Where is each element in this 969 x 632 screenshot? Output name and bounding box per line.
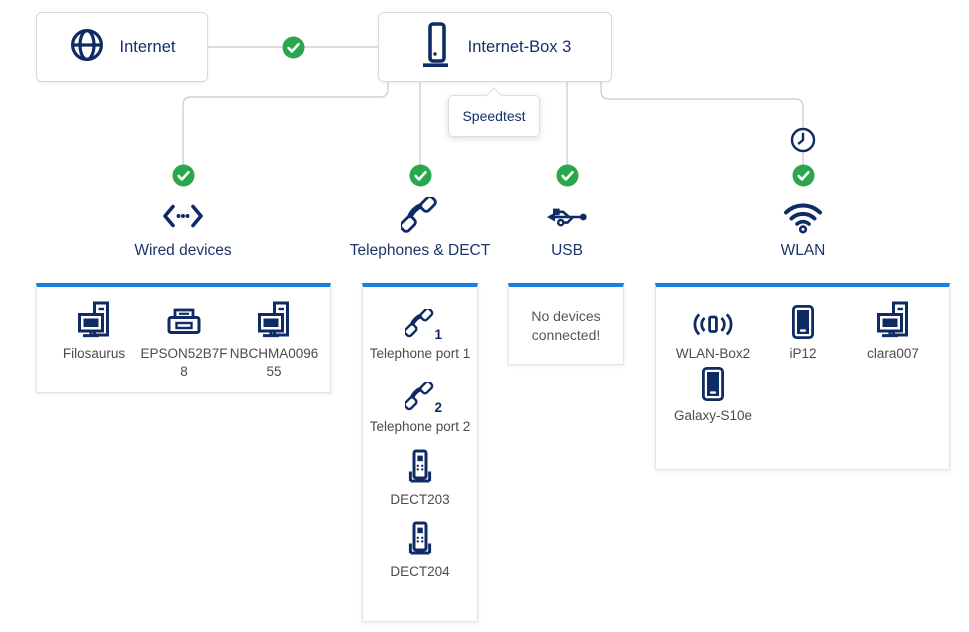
usb-icon <box>467 194 667 238</box>
port-number-badge: 2 <box>434 399 442 415</box>
branch-usb: USB <box>467 164 667 260</box>
smartphone-icon <box>702 363 724 401</box>
device-item[interactable]: EPSON52B7F8 <box>139 301 229 381</box>
internet-link-status-ok-icon <box>282 36 305 59</box>
phone-icon <box>320 194 520 238</box>
branch-label-usb: USB <box>551 242 583 259</box>
dect-icon <box>404 447 436 485</box>
device-item[interactable]: Galaxy-S10e <box>668 363 758 425</box>
branch-telephones-dect: Telephones & DECT <box>320 164 520 260</box>
device-label: DECT203 <box>390 491 450 507</box>
handset-icon: 1 <box>405 301 442 342</box>
device-label: iP12 <box>789 346 817 361</box>
device-label: Galaxy-S10e <box>673 407 753 423</box>
internet-box-node[interactable]: Internet-Box 3 <box>378 12 612 82</box>
ethernet-icon <box>83 194 283 238</box>
branch-label-wired: Wired devices <box>134 242 232 259</box>
device-label: Telephone port 1 <box>369 346 471 361</box>
device-item[interactable]: DECT203 <box>368 447 472 509</box>
printer-icon <box>167 301 201 339</box>
handset-icon: 2 <box>405 374 442 415</box>
internet-node[interactable]: Internet <box>36 12 208 82</box>
internet-box-node-label: Internet-Box 3 <box>467 37 572 56</box>
device-label: NBCHMA009655 <box>229 346 319 379</box>
device-item[interactable]: WLAN-Box2 <box>668 301 758 363</box>
desktop-icon <box>258 301 290 339</box>
device-item[interactable]: DECT204 <box>368 519 472 581</box>
branch-label-wlan: WLAN <box>780 242 826 259</box>
device-label: WLAN-Box2 <box>675 346 751 361</box>
device-item[interactable]: clara007 <box>848 301 938 363</box>
smartphone-icon <box>792 301 814 339</box>
device-label: clara007 <box>867 346 919 361</box>
device-item[interactable]: NBCHMA009655 <box>229 301 319 381</box>
globe-icon <box>69 27 105 68</box>
clock-icon <box>790 127 816 153</box>
device-label: DECT204 <box>390 564 450 580</box>
desktop-icon <box>78 301 110 339</box>
usb-card: No devices connected! <box>508 283 624 365</box>
router-icon <box>419 21 453 73</box>
branch-wired-devices: Wired devices <box>83 164 283 260</box>
status-ok-icon <box>83 164 283 187</box>
device-item[interactable]: iP12 <box>758 301 848 363</box>
device-label: Filosaurus <box>62 346 126 361</box>
wlan-box-icon <box>691 301 735 339</box>
dect-icon <box>404 519 436 557</box>
status-ok-icon <box>320 164 520 187</box>
speedtest-label: Speedtest <box>462 108 526 124</box>
wifi-icon <box>703 194 903 238</box>
branch-label-phones: Telephones & DECT <box>349 242 491 259</box>
desktop-icon <box>877 301 909 339</box>
branch-wlan: WLAN <box>703 164 903 260</box>
usb-empty-message: No devices connected! <box>531 308 601 343</box>
status-ok-icon <box>467 164 667 187</box>
speedtest-button[interactable]: Speedtest <box>448 95 540 137</box>
device-item[interactable]: Filosaurus <box>49 301 139 363</box>
port-number-badge: 1 <box>434 327 442 342</box>
status-ok-icon <box>703 164 903 187</box>
device-label: Telephone port 2 <box>369 418 471 434</box>
device-label: EPSON52B7F8 <box>140 346 228 379</box>
internet-node-label: Internet <box>119 37 176 56</box>
